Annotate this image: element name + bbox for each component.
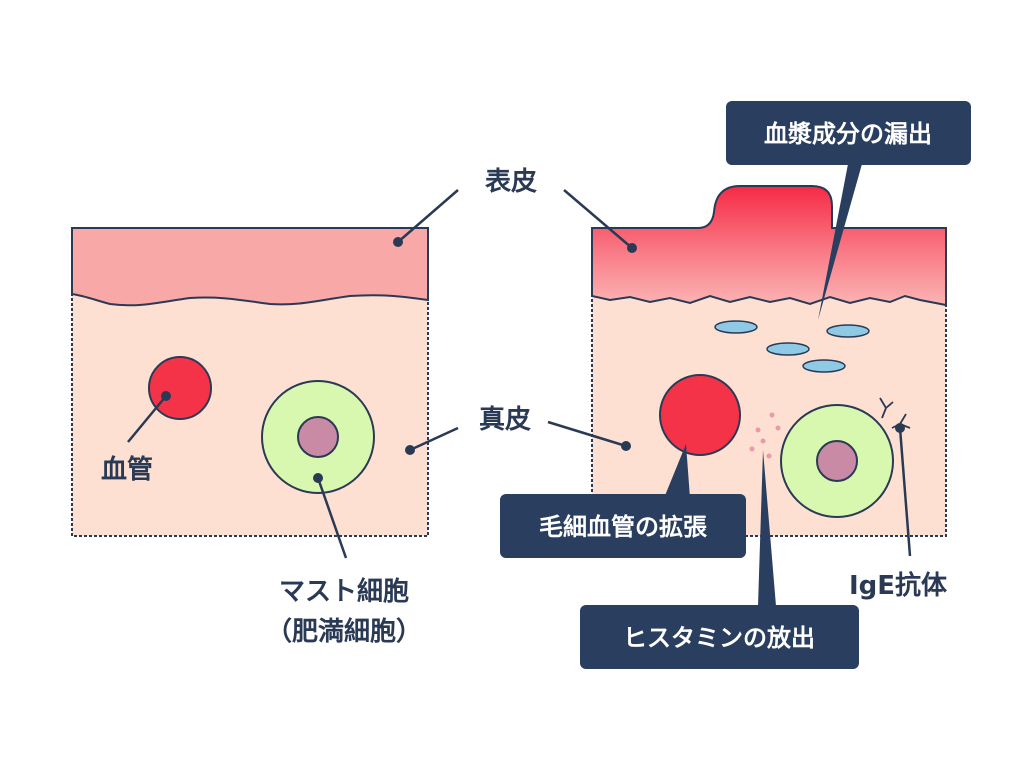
plasma-droplet: [766, 342, 810, 356]
callout-histamine-release-text: ヒスタミンの放出: [623, 624, 815, 652]
leader-dots: [161, 237, 905, 483]
epidermis-label: 表皮: [485, 167, 537, 197]
callout-plasma-leak-text: 血漿成分の漏出: [764, 120, 932, 148]
mast-cell-label: マスト細胞: [279, 576, 409, 607]
blood-vessel-label: 血管: [101, 455, 153, 485]
callout-plasma-leak: 血漿成分の漏出: [726, 101, 971, 320]
right-mast-cell-nucleus: [816, 440, 858, 482]
right-epidermis-swelling: [591, 185, 947, 307]
callout-histamine-release: ヒスタミンの放出: [580, 450, 859, 669]
plasma-droplet: [714, 320, 758, 334]
ige-antibody-icons: [879, 397, 911, 429]
callout-capillary-dilation-text: 毛細血管の拡張: [539, 513, 708, 541]
normal-skin-panel: [71, 227, 429, 537]
plasma-droplet: [802, 359, 846, 373]
left-blood-vessel: [148, 356, 212, 420]
leader-lines: [127, 189, 912, 559]
left-mast-cell-nucleus: [297, 416, 339, 458]
callout-capillary-dilation: 毛細血管の拡張: [500, 444, 746, 558]
allergic-skin-panel: [591, 185, 947, 537]
dermis-label: 真皮: [479, 405, 531, 435]
left-epidermis: [71, 227, 429, 307]
histamine-particles: [749, 412, 781, 459]
mast-cell-alias-label: （肥満細胞）: [266, 616, 422, 647]
plasma-droplet: [826, 324, 870, 338]
right-dilated-capillary: [659, 374, 741, 456]
ige-antibody-label: IgE抗体: [849, 570, 948, 601]
